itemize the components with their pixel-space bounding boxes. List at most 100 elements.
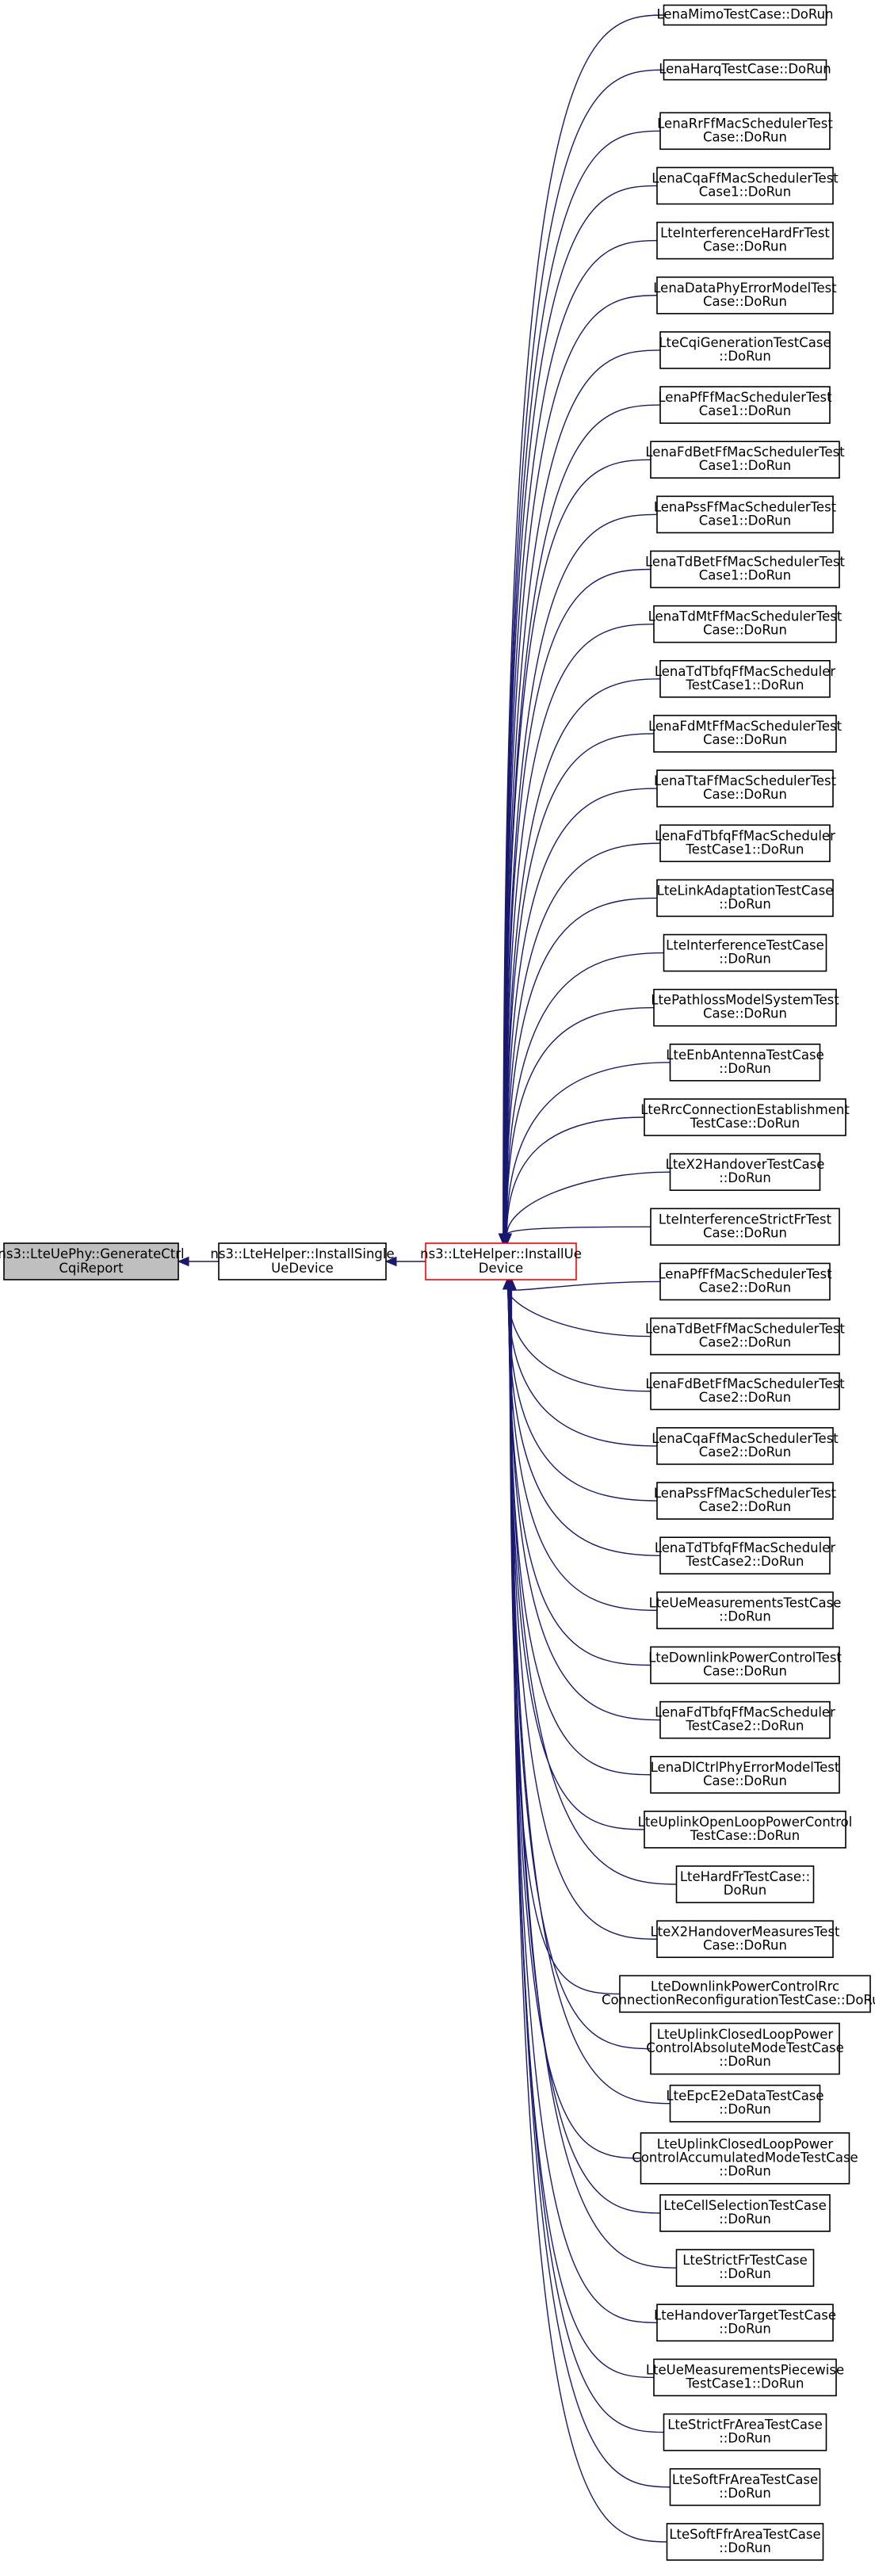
node-ltehelper-installsingleuedevice[interactable]: ns3::LteHelper::InstallSingle UeDevice: [210, 1242, 395, 1280]
caller-node-label-line-1: LenaPfFfMacSchedulerTest: [658, 390, 832, 405]
edge-installuedevice-to-installsingleuedevice: [384, 1256, 426, 1267]
caller-node-label-line-3: ::DoRun: [719, 2163, 771, 2178]
edge-curve: [507, 1288, 658, 1447]
node-ltehelper-installuedevice[interactable]: ns3::LteHelper::InstallUe Device: [420, 1242, 582, 1280]
caller-node-lenamimotestcase-dorun[interactable]: LenaMimoTestCase::DoRun: [656, 4, 834, 26]
edge-lteuplinkclosedlooppowercontrolaccumulatedmodetestcase-dorun-to-installuedevice: [505, 1277, 641, 2159]
caller-node-box: [659, 824, 831, 863]
caller-node-lterrcconnectionestablishmenttestcase-dorun[interactable]: LteRrcConnectionEstablishmentTestCase::D…: [640, 1098, 850, 1136]
caller-node-label-line-1: LteUplinkClosedLoopPower: [657, 2027, 834, 2042]
caller-node-label-line-1: LenaTdBetFfMacSchedulerTest: [645, 555, 845, 570]
edge-curve: [502, 14, 664, 1235]
caller-node-ltehardfrtestcase-dorun[interactable]: LteHardFrTestCase::DoRun: [675, 1865, 815, 1903]
caller-node-label-line-2: Case1::DoRun: [699, 568, 791, 583]
edge-curve: [504, 459, 651, 1235]
caller-node-lteuplinkopenlooppowercontroltestcase-dorun[interactable]: LteUplinkOpenLoopPowerControlTestCase::D…: [638, 1811, 853, 1849]
edge-curve: [510, 1288, 641, 2159]
caller-node-ltecellselectiontestcase-dorun[interactable]: LteCellSelectionTestCase::DoRun: [659, 2194, 831, 2232]
caller-node-label-line-1: LteX2HandoverTestCase: [666, 1157, 825, 1172]
caller-node-ltedownlinkpowercontrolrrcconnectionreconfigurationtestcase-dorun[interactable]: LteDownlinkPowerControlRrcConnectionReco…: [602, 1975, 875, 2013]
caller-node-label-line-1: LteEpcE2eDataTestCase: [666, 2089, 823, 2104]
caller-node-ltecqigenerationtestcase-dorun[interactable]: LteCqiGenerationTestCase::DoRun: [659, 331, 831, 369]
caller-node-label-line-2: TestCase2::DoRun: [686, 1719, 804, 1734]
node-root-label-line-1: ns3::LteUePhy::GenerateCtrl: [0, 1246, 185, 1261]
caller-node-box: [656, 221, 834, 260]
caller-node-label-line-1: LenaTdTbfqFfMacScheduler: [655, 664, 836, 679]
node-root-lteuephy-generatectrlcqireport[interactable]: ns3::LteUePhy::GenerateCtrl CqiReport: [0, 1242, 185, 1280]
edge-curve: [508, 1288, 677, 1885]
caller-node-label-line-2: ::DoRun: [719, 2321, 771, 2336]
caller-node-lteepce2edatatestcase-dorun[interactable]: LteEpcE2eDataTestCase::DoRun: [666, 2084, 824, 2123]
caller-node-box: [644, 1811, 846, 1849]
caller-node-label-line-1: LteStrictFrTestCase: [682, 2253, 808, 2268]
caller-node-label-line-1: LteCqiGenerationTestCase: [659, 335, 831, 350]
caller-node-label-line-1: LteEnbAntennaTestCase: [666, 1048, 823, 1063]
node-root-label-line-2: CqiReport: [59, 1261, 124, 1276]
edge-curve: [510, 1288, 677, 2269]
edge-curve: [504, 623, 655, 1235]
edge-curve: [510, 1288, 658, 2323]
edge-curve: [508, 1288, 661, 1721]
caller-node-lteuplinkclosedlooppowercontrolabsolutemodetestcase-dorun[interactable]: LteUplinkClosedLoopPowerControlAbsoluteM…: [646, 2022, 844, 2075]
caller-node-box: [659, 2194, 831, 2232]
edge-curve: [504, 513, 658, 1235]
caller-node-box: [644, 1098, 846, 1136]
caller-node-label-line-2: TestCase::DoRun: [690, 1828, 800, 1843]
caller-node-lenaharqtestcase-dorun[interactable]: LenaHarqTestCase::DoRun: [659, 59, 831, 81]
caller-node-ltex2handovertestcase-dorun[interactable]: LteX2HandoverTestCase::DoRun: [666, 1153, 825, 1191]
caller-node-ltehandovertargettestcase-dorun[interactable]: LteHandoverTargetTestCase::DoRun: [654, 2303, 836, 2342]
caller-node-label-line-2: TestCase1::DoRun: [686, 2376, 804, 2391]
caller-node-label-line-1: LenaRrFfMacSchedulerTest: [657, 116, 833, 131]
caller-node-ltestrictfrareatestcase-dorun[interactable]: LteStrictFrAreaTestCase::DoRun: [663, 2413, 827, 2452]
caller-node-label-line-2: Case::DoRun: [703, 623, 787, 638]
edge-ltehandovertargettestcase-dorun-to-installuedevice: [506, 1277, 658, 2323]
caller-node-ltesoftfrareatestcase-dorun[interactable]: LteSoftFrAreaTestCase::DoRun: [669, 2467, 821, 2506]
caller-node-lteuplinkclosedlooppowercontrolaccumulatedmodetestcase-dorun[interactable]: LteUplinkClosedLoopPowerControlAccumulat…: [632, 2132, 858, 2185]
edge-curve: [507, 1288, 661, 1556]
caller-node-label-line-2: TestCase::DoRun: [690, 1116, 800, 1131]
caller-node-label-line-2: ::DoRun: [719, 349, 771, 364]
caller-node-lteinterferencetestcase-dorun[interactable]: LteInterferenceTestCase::DoRun: [663, 933, 827, 972]
caller-node-ltelinkadaptationtestcase-dorun[interactable]: LteLinkAdaptationTestCase::DoRun: [656, 879, 834, 918]
caller-node-box: [675, 1865, 815, 1903]
caller-node-lteuemeasurementspiecewisetestcase1-dorun[interactable]: LteUeMeasurementsPiecewiseTestCase1::DoR…: [646, 2358, 844, 2397]
caller-node-lteenbantennatestcase-dorun[interactable]: LteEnbAntennaTestCase::DoRun: [666, 1044, 824, 1082]
caller-node-box: [663, 59, 827, 81]
caller-node-ltesoftffrareatestcase-dorun[interactable]: LteSoftFfrAreaTestCase::DoRun: [666, 2523, 824, 2561]
edge-curve: [503, 349, 661, 1235]
caller-node-label-line-1: LenaFdTbfqFfMacScheduler: [655, 828, 835, 843]
caller-node-ltestrictfrtestcase-dorun[interactable]: LteStrictFrTestCase::DoRun: [675, 2249, 815, 2287]
caller-node-label-line-1: LenaCqaFfMacSchedulerTest: [651, 1431, 839, 1446]
caller-node-box: [619, 1975, 871, 2013]
caller-node-label-line-2: Case2::DoRun: [699, 1280, 791, 1295]
caller-node-label-line-2: Case::DoRun: [703, 787, 787, 802]
caller-node-lteuemeasurementstestcase-dorun[interactable]: LteUeMeasurementsTestCase::DoRun: [649, 1591, 842, 1630]
edge-lteenbantennatestcase-dorun-to-installuedevice: [501, 1062, 671, 1246]
caller-node-label-line-1: LteLinkAdaptationTestCase: [657, 883, 834, 898]
